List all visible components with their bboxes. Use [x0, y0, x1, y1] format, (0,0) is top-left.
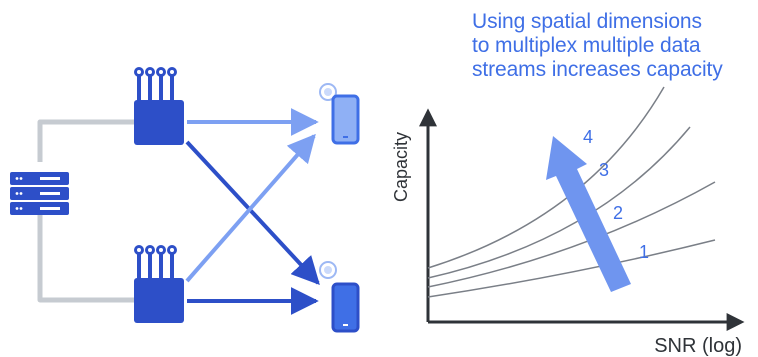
stream-bottom-to-top: [185, 133, 316, 283]
caption-line: to multiplex multiple data: [472, 34, 701, 57]
smartphone-bottom-icon: [319, 261, 360, 333]
smartphone-top-icon: [319, 83, 360, 145]
capacity-curve-1: [427, 239, 716, 298]
upward-arrow-icon: [546, 136, 631, 292]
curve-label-4: 4: [583, 127, 593, 147]
wired-links: [37, 119, 135, 303]
access-point-bottom-icon: [134, 245, 184, 323]
capacity-caption: Using spatial dimensions to multiplex mu…: [472, 10, 752, 82]
stream-top-to-bottom: [185, 140, 320, 286]
wireless-streams: [185, 108, 320, 315]
capacity-chart: Capacity SNR (log) 1 2 3 4: [391, 86, 745, 357]
capacity-curve-4: [427, 86, 665, 269]
link-server-to-bottom-ap: [37, 214, 135, 303]
y-axis-label: Capacity: [391, 132, 411, 202]
caption-line: streams increases capacity: [472, 58, 723, 81]
link-server-to-top-ap: [37, 119, 135, 162]
curve-label-1: 1: [639, 242, 649, 262]
access-point-top-icon: [134, 67, 184, 145]
curve-label-2: 2: [613, 203, 623, 223]
server-rack-icon: [10, 172, 69, 215]
capacity-curve-2: [427, 181, 716, 288]
x-axis-label: SNR (log): [654, 335, 742, 357]
caption-line: Using spatial dimensions: [472, 10, 702, 33]
curve-label-3: 3: [599, 160, 609, 180]
